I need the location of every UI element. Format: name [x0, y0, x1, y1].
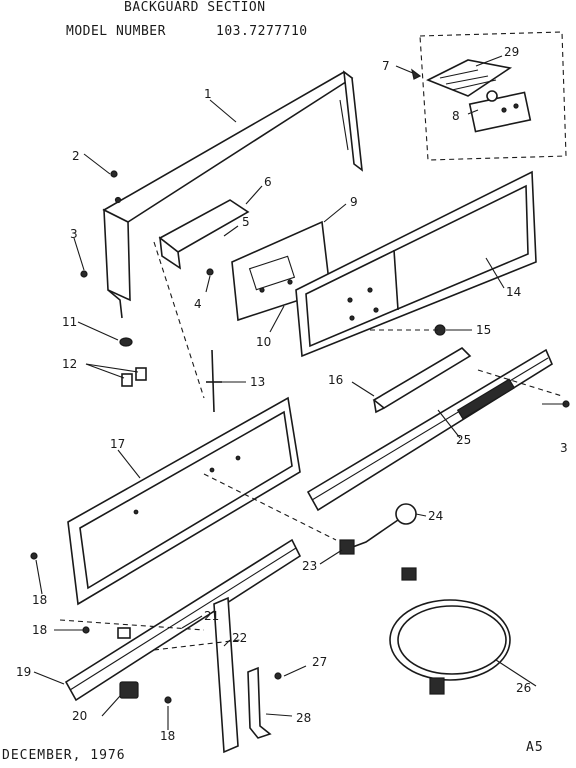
label-part-23: 23 — [302, 559, 317, 573]
label-part-18-a: 18 — [32, 593, 47, 607]
footer-page-code: A5 — [526, 740, 544, 755]
part-25-trim-strip — [306, 348, 554, 512]
label-part-26: 26 — [516, 681, 531, 695]
label-part-1: 1 — [204, 87, 212, 101]
part-29-card — [426, 59, 513, 97]
label-part-10: 10 — [256, 335, 271, 349]
label-part-24: 24 — [428, 509, 443, 523]
part-4-screw — [206, 268, 214, 276]
label-part-5: 5 — [242, 215, 250, 229]
part-21-bottom-rail — [64, 538, 302, 702]
label-part-18-b: 18 — [32, 623, 47, 637]
part-7-kit-box — [419, 31, 567, 161]
label-part-15: 15 — [476, 323, 491, 337]
label-part-13: 13 — [250, 375, 265, 389]
part-23-socket — [349, 519, 399, 549]
part-28-bracket — [247, 666, 272, 739]
label-part-16: 16 — [328, 373, 343, 387]
part-22-bracket — [213, 596, 239, 754]
part-14-glass-panel — [295, 170, 537, 358]
part-13-rod — [211, 349, 215, 413]
label-part-3-right: 3 — [560, 441, 568, 455]
model-number-value: 103.7277710 — [216, 24, 308, 39]
part-1-backguard — [102, 70, 363, 319]
diagram-title: BACKGUARD SECTION — [124, 0, 266, 15]
part-6-bracket — [158, 199, 250, 253]
label-part-6: 6 — [264, 175, 272, 189]
part-16-bracket — [372, 346, 472, 409]
part-17-back-panel — [67, 396, 301, 606]
part-12-bulb — [121, 373, 133, 387]
part-27-screw — [274, 672, 282, 680]
part-11-nut — [119, 337, 133, 347]
model-number-label: MODEL NUMBER — [66, 24, 166, 39]
label-part-21: 21 — [204, 609, 219, 623]
label-part-28: 28 — [296, 711, 311, 725]
label-part-9: 9 — [350, 195, 358, 209]
label-part-4: 4 — [194, 297, 202, 311]
label-part-14: 14 — [506, 285, 521, 299]
label-part-17: 17 — [110, 437, 125, 451]
part-26-power-cord — [389, 567, 511, 695]
label-part-12: 12 — [62, 357, 77, 371]
label-part-20: 20 — [72, 709, 87, 723]
label-part-8: 8 — [452, 109, 460, 123]
label-part-19: 19 — [16, 665, 31, 679]
part-20-switch — [119, 681, 139, 699]
label-part-18-c: 18 — [160, 729, 175, 743]
label-part-7: 7 — [382, 59, 390, 73]
part-18-screw-c — [164, 696, 172, 704]
label-part-22: 22 — [232, 631, 247, 645]
label-part-11: 11 — [62, 315, 77, 329]
part-18-screw-a — [30, 552, 38, 560]
label-part-3-left: 3 — [70, 227, 78, 241]
label-part-25: 25 — [456, 433, 471, 447]
label-part-2: 2 — [72, 149, 80, 163]
part-3-screw-left — [80, 270, 88, 278]
part-8-switch — [468, 91, 532, 133]
part-2-screw — [110, 170, 118, 178]
label-part-27: 27 — [312, 655, 327, 669]
footer-date: DECEMBER, 1976 — [2, 748, 126, 763]
label-part-29: 29 — [504, 45, 519, 59]
part-24-lamp — [395, 503, 417, 525]
